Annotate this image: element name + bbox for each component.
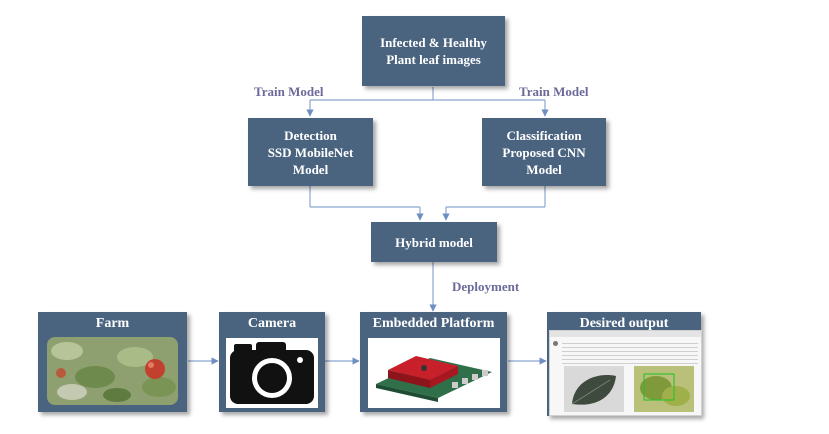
screenshot-toolbar: [550, 331, 701, 337]
embedded-platform-node: Embedded Platform: [360, 312, 507, 412]
run-cell-icon: [553, 341, 558, 346]
desired-output-label: Desired output: [579, 316, 669, 331]
source-images-node: Infected & Healthy Plant leaf images: [362, 16, 505, 86]
farm-label: Farm: [95, 316, 130, 331]
embedded-platform-label: Embedded Platform: [372, 316, 495, 331]
farm-node: Farm: [38, 312, 187, 412]
source-line-1: Infected & Healthy: [380, 35, 487, 50]
camera-label: Camera: [247, 316, 297, 331]
train-model-left-label: Train Model: [254, 84, 324, 99]
classification-line-2: Proposed CNN: [502, 144, 586, 160]
camera-icon: [226, 338, 318, 408]
embedded-board: [368, 338, 500, 408]
detection-line-2: SSD MobileNet: [267, 144, 354, 160]
camera-node: Camera: [219, 312, 325, 412]
leaf-result-image-1: [564, 366, 624, 412]
classification-line-3: Model: [526, 161, 562, 177]
leaf-result-image-2: [634, 366, 694, 412]
hybrid-label: Hybrid model: [395, 234, 473, 250]
train-model-right-label: Train Model: [519, 84, 589, 99]
detection-node: Detection SSD MobileNet Model: [248, 118, 373, 186]
output-screenshot: [549, 330, 702, 416]
source-line-2: Plant leaf images: [386, 52, 481, 67]
leaf-photo: [47, 337, 178, 405]
classification-line-1: Classification: [506, 127, 582, 143]
classification-node: Classification Proposed CNN Model: [482, 118, 606, 186]
detection-line-3: Model: [292, 161, 329, 177]
hybrid-model-node: Hybrid model: [371, 222, 497, 262]
detection-line-1: Detection: [284, 127, 337, 143]
screenshot-console-text: [562, 340, 698, 364]
deployment-label: Deployment: [452, 279, 520, 294]
